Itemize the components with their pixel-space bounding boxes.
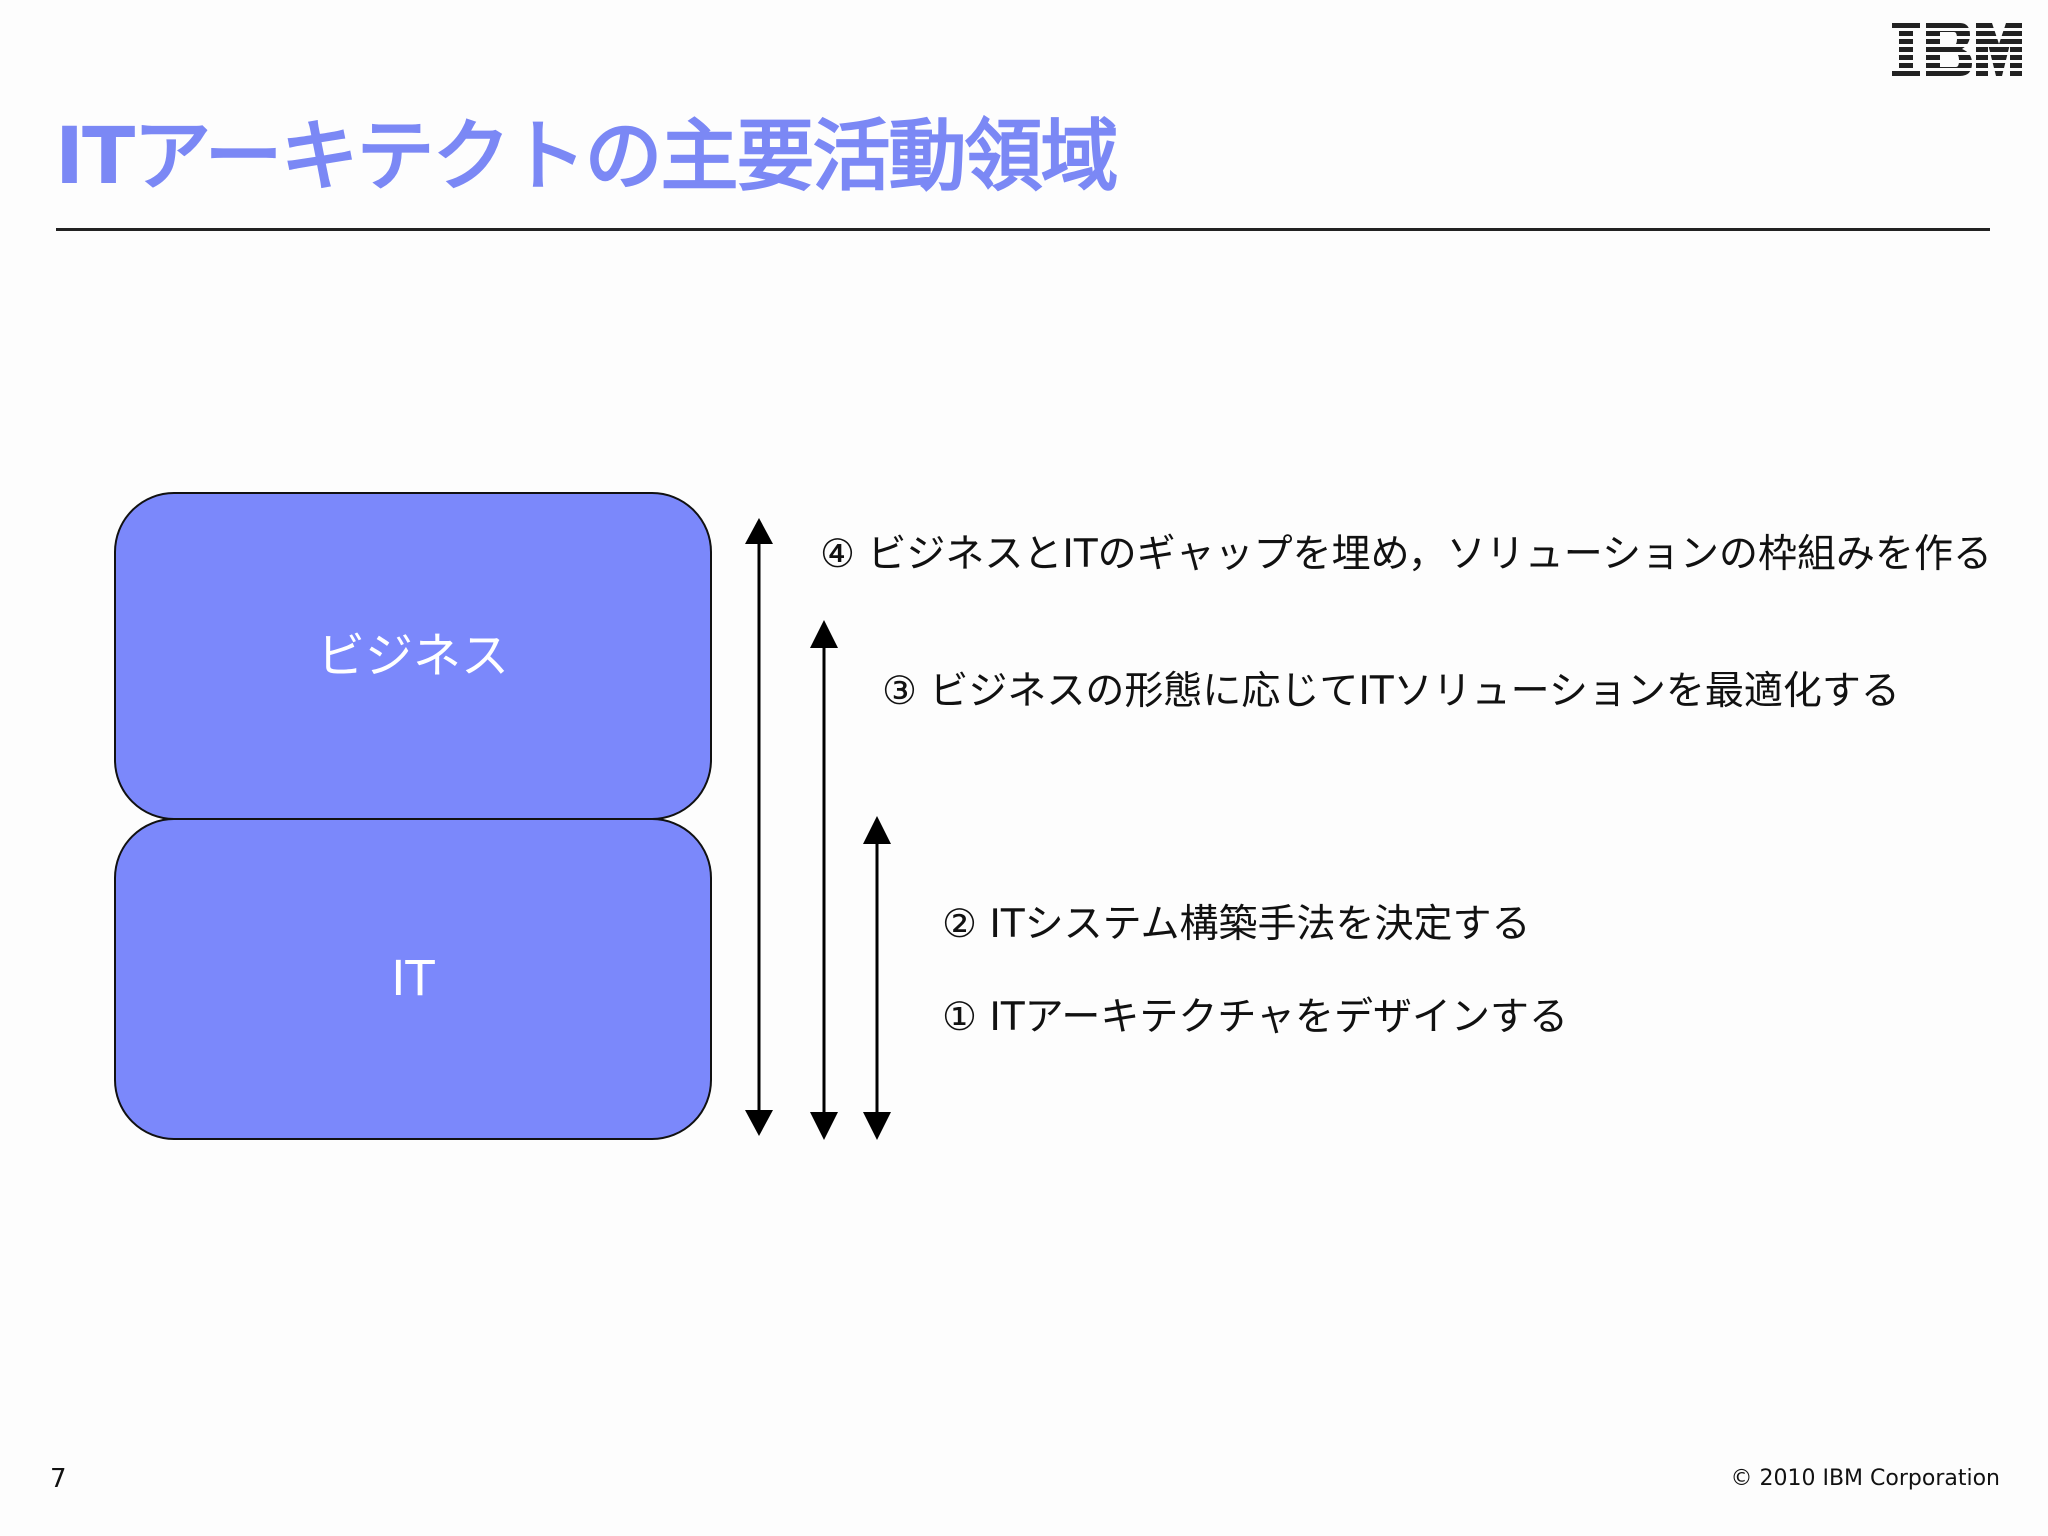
- activity-item-1: ① ITアーキテクチャをデザインする: [942, 995, 1568, 1040]
- page-title: ITアーキテクトの主要活動領域: [55, 112, 1119, 202]
- title-divider: [56, 228, 1990, 231]
- activity-item-2: ② ITシステム構築手法を決定する: [942, 902, 1531, 947]
- it-box: IT: [114, 818, 712, 1140]
- ibm-logo: [1892, 23, 2022, 76]
- page-number: 7: [50, 1464, 67, 1494]
- activity-item-4: ④ ビジネスとITのギャップを埋め，ソリューションの枠組みを作る: [820, 532, 1992, 577]
- arrow-item1-2-scope: [863, 816, 891, 1140]
- arrow-item3-scope: [810, 620, 838, 1140]
- activity-item-3: ③ ビジネスの形態に応じてITソリューションを最適化する: [882, 669, 1900, 714]
- arrow-item4-scope: [745, 518, 773, 1136]
- business-box-label: ビジネス: [316, 628, 509, 684]
- copyright-notice: © 2010 IBM Corporation: [1730, 1466, 2001, 1491]
- business-box: ビジネス: [114, 492, 712, 820]
- it-box-label: IT: [391, 951, 435, 1007]
